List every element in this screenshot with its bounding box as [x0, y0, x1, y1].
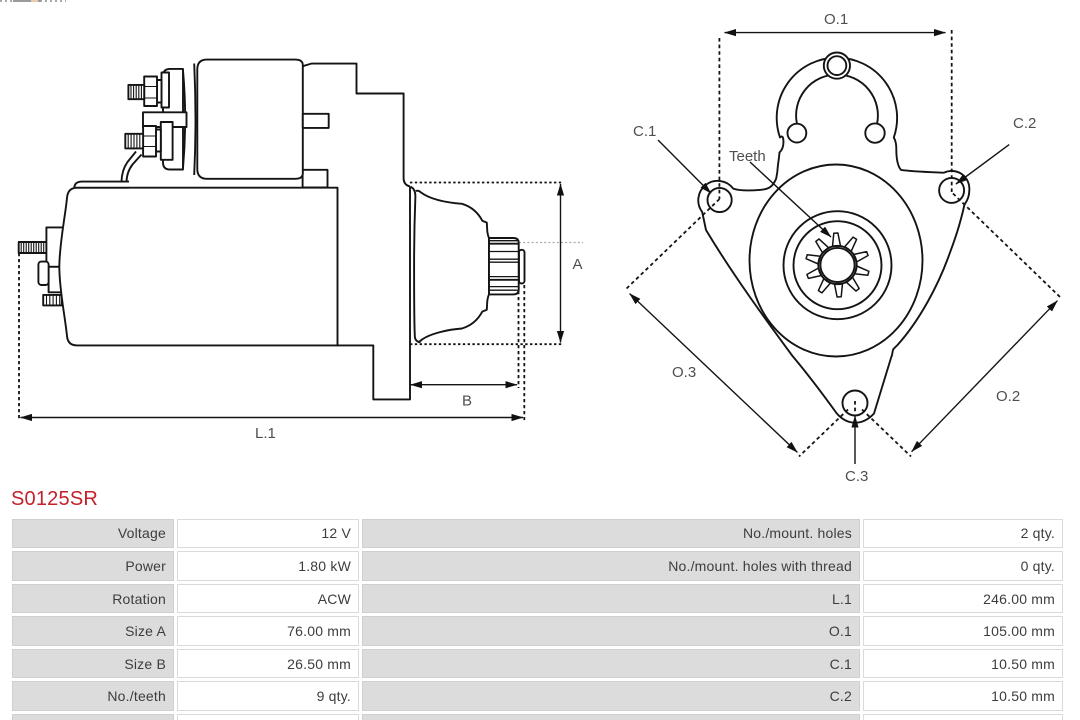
svg-text:C.2: C.2	[1013, 115, 1036, 132]
svg-text:A: A	[573, 256, 583, 273]
svg-text:Teeth: Teeth	[729, 148, 766, 165]
svg-text:C.3: C.3	[845, 468, 868, 485]
svg-text:O.2: O.2	[996, 388, 1020, 405]
svg-text:C.1: C.1	[633, 123, 656, 140]
svg-text:B: B	[462, 393, 472, 410]
svg-text:L.1: L.1	[255, 425, 276, 442]
svg-text:O.1: O.1	[824, 11, 848, 28]
svg-text:O.3: O.3	[672, 364, 696, 381]
